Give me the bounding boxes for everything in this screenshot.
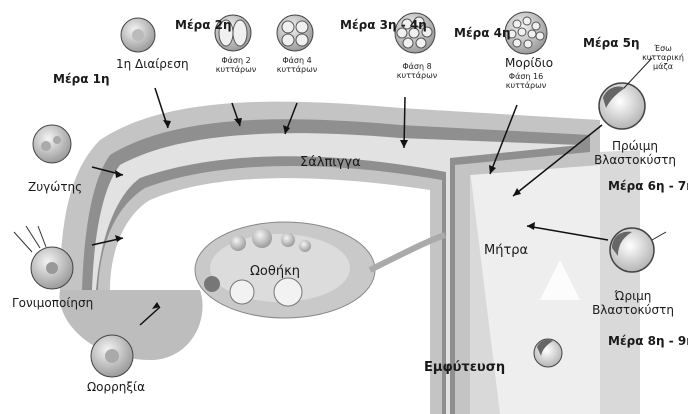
fertilization-nucleus [46,262,58,274]
label-implantation: Εμφύτευση [424,361,505,376]
corpus-1 [230,280,254,304]
mature-pointer [652,232,666,240]
blastomere-4a [282,21,294,33]
pronucleus-b [53,136,61,144]
follicle-3 [281,233,295,247]
follicle-1 [230,235,246,251]
label-fallopian-tube: Σάλπιγγα [300,156,361,171]
corpus-2 [274,278,302,306]
label-zygote: Ζυγώτης [28,181,82,195]
label-phase8: Φάση 8 κυττάρων [393,62,441,80]
label-day4: Μέρα 4η [454,27,511,41]
label-mature-blastocyst: Ώριμη Βλαστοκύστη [588,290,678,318]
label-ovary: Ωοθήκη [250,265,300,280]
label-morula: Μορίδιο [505,57,553,71]
label-day5: Μέρα 5η [583,37,640,51]
blastomere-4b [296,21,308,33]
label-fertilization: Γονιμοποίηση [12,297,93,311]
label-inner-cell-mass: Έσω κυτταρική μάζα [642,44,684,72]
label-day3-4: Μέρα 3η - 4η [340,19,427,33]
blastomere-4d [296,34,308,46]
label-uterus: Μήτρα [484,244,528,259]
label-day1: Μέρα 1η [53,73,110,87]
ovulation-nucleus [105,349,119,363]
label-day2: Μέρα 2η [175,19,232,33]
blastomere-4c [282,34,294,46]
pronucleus-a [41,141,51,151]
label-ovulation: Ωορρηξία [87,381,145,395]
label-phase2: Φάση 2 κυττάρων [212,56,260,74]
label-day8-9: Μέρα 8η - 9η [608,335,688,349]
cell-zygote [33,125,71,163]
label-first-division: 1η Διαίρεση [116,58,189,72]
label-phase4: Φάση 4 κυττάρων [275,56,319,74]
follicle-4 [299,240,311,252]
cell-first-division-nucleus [132,29,144,41]
follicle-2 [252,228,272,248]
blastomere-b [233,20,247,46]
label-phase16: Φάση 16 κυττάρων [500,72,552,90]
sperm-lines [14,226,46,252]
cell-phase4 [277,15,313,51]
label-early-blastocyst: Πρώιμη Βλαστοκύστη [590,140,680,168]
ovum-release [204,276,220,292]
label-day6-7: Μέρα 6η - 7η [608,180,688,194]
